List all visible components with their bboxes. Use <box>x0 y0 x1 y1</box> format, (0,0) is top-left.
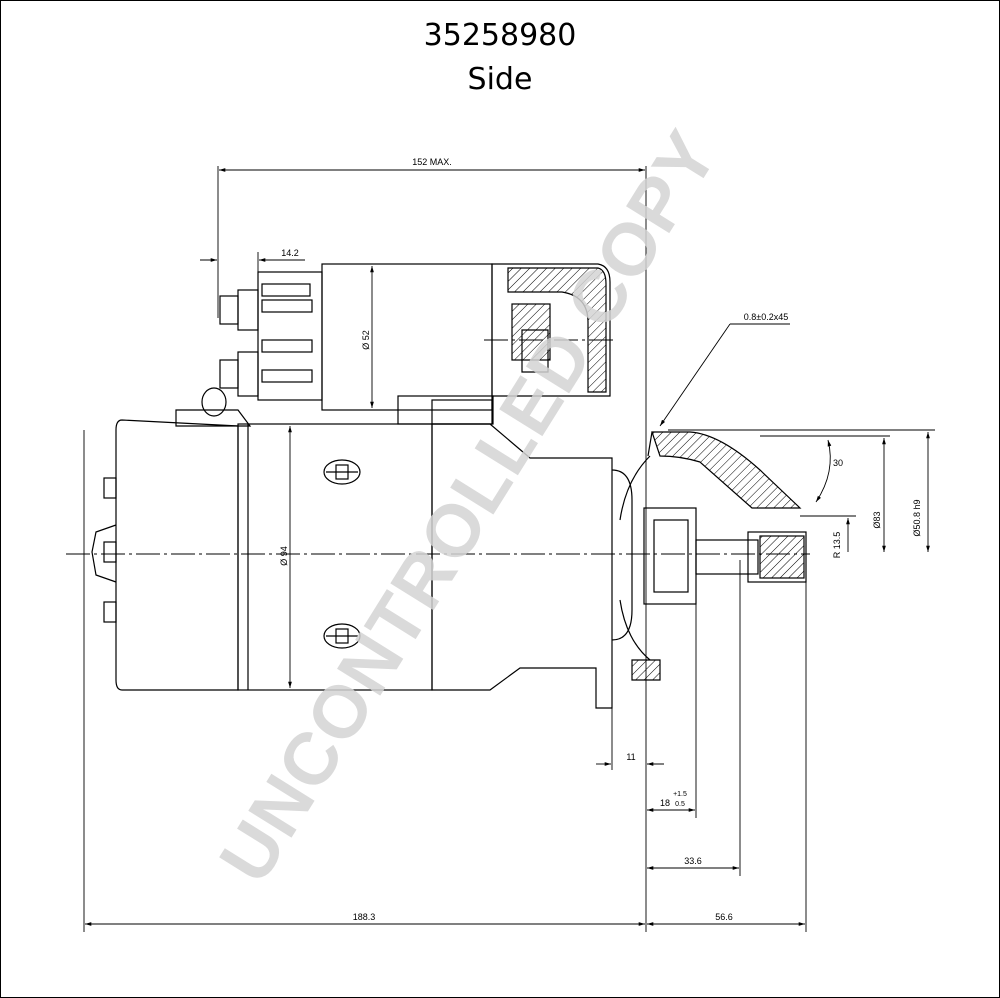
bolt-head-bottom <box>323 623 361 649</box>
view-name-title: Side <box>467 62 533 97</box>
pinion-shaft <box>695 539 759 575</box>
terminal-block <box>257 271 323 401</box>
dim-motor-dia: Ø 94 <box>279 546 289 566</box>
dim-pinion-length: 33.6 <box>684 856 702 866</box>
cable-lug <box>175 409 252 427</box>
starter-body <box>91 263 807 709</box>
dim-pinion-tol-plus: +1.5 <box>673 791 687 798</box>
terminal-nut-top <box>219 289 259 331</box>
rear-bolt-top <box>103 477 117 499</box>
rear-cap <box>115 419 239 691</box>
dimension-lines <box>83 166 935 932</box>
dim-pinion-offset: 18 <box>660 798 670 808</box>
rear-boss <box>91 524 117 583</box>
dim-solenoid-dia: Ø 52 <box>361 330 371 350</box>
shaft-end <box>747 531 807 583</box>
drive-housing <box>431 423 613 709</box>
bolt-head-top <box>323 459 361 485</box>
solenoid-body <box>321 263 493 411</box>
dim-pinion-tol-minus: 0.5 <box>675 801 685 808</box>
dim-pinion-radius: R 13.5 <box>832 532 842 559</box>
nose-flange <box>651 431 802 509</box>
watermark-text: UNCONTROLLED COPY <box>203 116 733 896</box>
dim-overall-max: 152 MAX. <box>412 157 452 167</box>
dim-nose-length: 56.6 <box>715 912 733 922</box>
rear-bolt-bottom <box>103 601 117 623</box>
dim-flange-thickness: 11 <box>626 752 635 762</box>
solenoid-cap <box>491 263 611 397</box>
dim-body-length: 188.3 <box>353 912 376 922</box>
part-number-title: 35258980 <box>423 18 577 53</box>
dim-terminal-offset: 14.2 <box>281 248 299 258</box>
dim-flange-dia-large: Ø50.8 h9 <box>912 499 922 536</box>
terminal-nut-bottom <box>219 351 259 397</box>
center-lines <box>66 339 810 555</box>
dim-flange-dia-small: Ø83 <box>872 511 882 528</box>
dimension-labels: 152 MAX. 14.2 Ø 52 Ø 94 0.8±0.2x45 30 Ø5… <box>279 157 922 922</box>
dim-chamfer: 0.8±0.2x45 <box>744 312 788 322</box>
dim-angle: 30 <box>833 458 843 468</box>
